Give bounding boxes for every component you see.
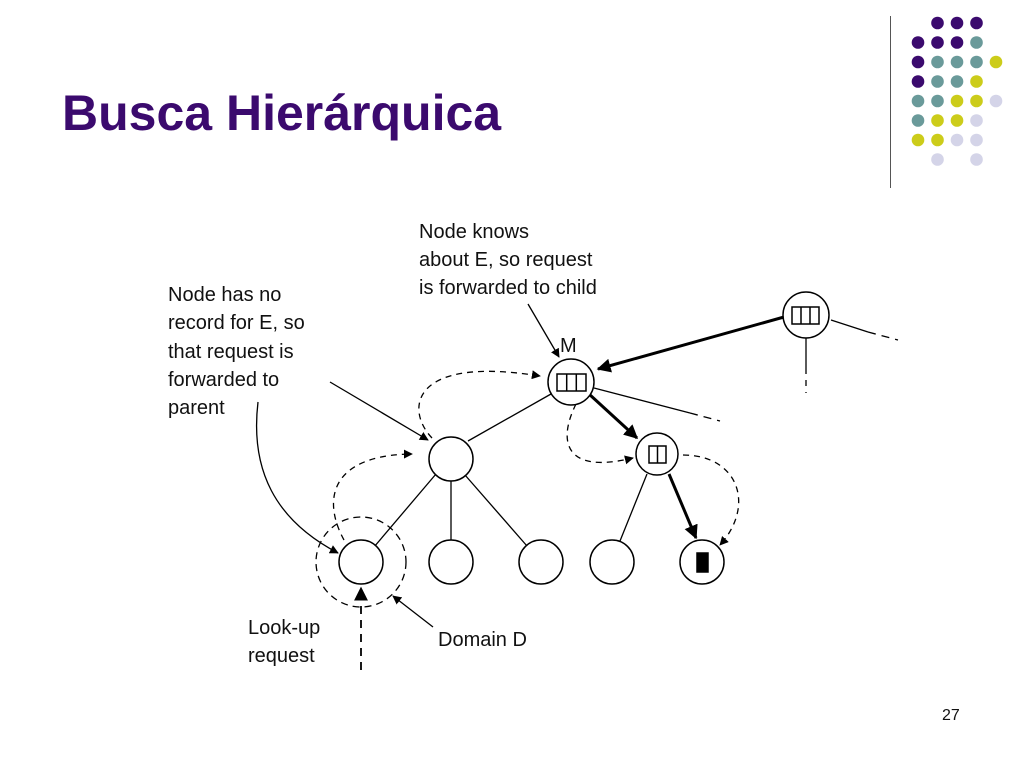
decorative-dot: [950, 16, 964, 30]
edge-parent-to-leaf3: [464, 474, 528, 547]
annotation-arrows: [255, 303, 560, 628]
decorative-dot: [970, 55, 983, 69]
page-number: 27: [942, 707, 960, 724]
record-target-e: [696, 552, 709, 573]
path-parent-to-m: [418, 370, 541, 439]
decorative-dot: [989, 55, 1003, 69]
decorative-dot: [989, 94, 1003, 108]
decorative-dot: [931, 133, 944, 147]
edge-mid-to-leaf4: [619, 473, 648, 542]
annotation-child-text: Node knows about E, so request is forwar…: [419, 221, 598, 299]
annotation-child-line-3: is forwarded to child: [419, 277, 597, 299]
decorative-dot: [931, 114, 944, 127]
decorative-dot: [931, 55, 944, 69]
annotation-parent-line-5: parent: [168, 397, 225, 419]
annotation-lookup-line-1: Look-up: [248, 617, 320, 639]
decorative-dot: [970, 94, 983, 108]
decorative-dot: [911, 55, 925, 69]
path-m-to-mid: [566, 403, 634, 465]
annotation-parent-line-3: that request is: [168, 341, 294, 363]
arrow-top-right-to-m: [596, 315, 785, 373]
decorative-dot: [950, 114, 964, 127]
decorative-dot: [931, 36, 944, 49]
decorative-dot: [970, 133, 983, 147]
node-label-m: M: [560, 335, 577, 357]
forwarding-arrows: [587, 315, 785, 540]
decorative-dot: [931, 16, 944, 30]
records-m: [556, 373, 587, 392]
node-leaf-domain: [338, 539, 384, 585]
node-leaf-3: [518, 539, 564, 585]
pointer-child-annotation: [527, 303, 560, 358]
pointer-parent-annotation: [329, 381, 429, 441]
decorative-dot: [970, 75, 983, 88]
annotation-child-line-2: about E, so request: [419, 249, 593, 271]
decorative-dot: [950, 75, 964, 88]
decorative-dot-grid: [911, 16, 1003, 166]
node-parent: [428, 436, 474, 482]
edge-m-to-right: [593, 387, 691, 414]
decorative-dot: [970, 36, 983, 49]
decorative-dot: [950, 94, 964, 108]
decorative-dot: [931, 153, 944, 166]
records-top-right: [791, 306, 820, 325]
annotation-domain-text: Domain D: [438, 629, 527, 651]
decorative-dot: [911, 94, 925, 108]
decorative-dot: [911, 75, 925, 88]
pointer-parent-to-leaf: [255, 401, 339, 554]
tree-edges: [373, 319, 899, 548]
path-mid-to-target: [682, 454, 740, 546]
node-leaf-4: [589, 539, 635, 585]
domain-d-boundary: [315, 516, 407, 608]
slide-title: Busca Hierárquica: [62, 85, 502, 141]
edge-top-right-to-right: [830, 319, 869, 333]
decorative-dot: [950, 133, 964, 147]
decorative-dot: [970, 16, 983, 30]
annotation-child-line-1: Node knows: [419, 221, 529, 243]
edge-m-to-right-dashed: [689, 412, 721, 422]
node-leaf-2: [428, 539, 474, 585]
decorative-dot: [931, 94, 944, 108]
decorative-dot: [911, 36, 925, 49]
pointer-domain-annotation: [392, 595, 434, 628]
decorative-dot: [970, 114, 983, 127]
request-paths: [332, 370, 740, 546]
path-leaf-to-parent: [332, 449, 413, 541]
tree-nodes: [338, 291, 830, 585]
decorative-dot: [911, 133, 925, 147]
header-divider: [890, 16, 891, 188]
edge-top-right-to-right-dashed: [867, 331, 899, 341]
decorative-dot: [931, 75, 944, 88]
record-boxes: [556, 306, 820, 573]
decorative-dot: [970, 153, 983, 166]
annotation-parent-line-4: forwarded to: [168, 369, 279, 391]
decorative-dot: [950, 36, 964, 49]
annotation-parent-line-1: Node has no: [168, 284, 281, 306]
decorative-dot: [911, 114, 925, 127]
annotation-parent-line-2: record for E, so: [168, 312, 305, 334]
arrow-m-to-mid: [587, 392, 639, 440]
edge-parent-to-m: [467, 393, 552, 442]
arrow-mid-to-target: [667, 473, 698, 540]
edge-parent-to-leaf1: [373, 473, 437, 548]
annotation-lookup-text: Look-up request: [248, 617, 326, 667]
annotation-lookup-line-2: request: [248, 645, 315, 667]
records-mid: [648, 445, 667, 464]
decorative-dot: [950, 55, 964, 69]
annotation-parent-text: Node has no record for E, so that reques…: [168, 284, 310, 419]
